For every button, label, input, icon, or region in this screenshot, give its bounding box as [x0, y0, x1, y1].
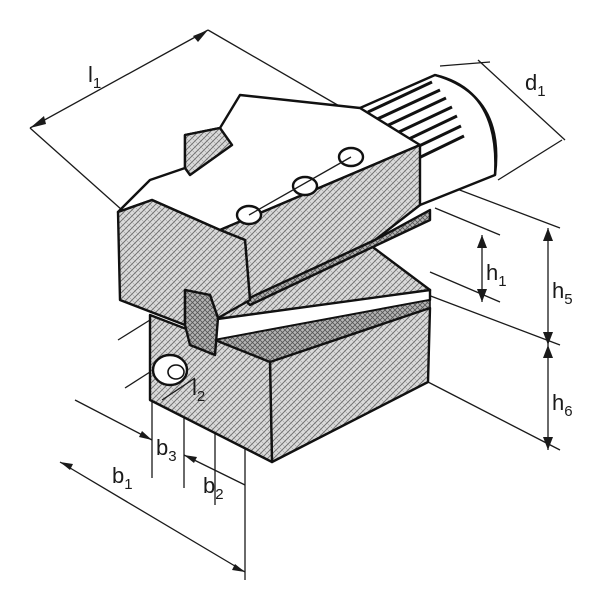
label-b1: b1: [112, 463, 133, 493]
ext-line-h6-top: [427, 294, 561, 346]
screw-outer-icon: [151, 353, 189, 387]
label-h1: h1: [486, 260, 507, 290]
shank-end-curve: [434, 73, 498, 176]
upper-body: [116, 73, 498, 357]
label-b2: b2: [203, 473, 224, 503]
ext-line-h1-bottom: [429, 271, 501, 303]
leader-left-lower: [124, 371, 151, 389]
arrow-h6-top: [543, 345, 553, 358]
hole-2-icon: [291, 175, 319, 197]
arrow-l1-left: [30, 116, 46, 128]
label-h5: h5: [552, 278, 573, 308]
ext-line-l1-right: [207, 29, 361, 119]
dim-line-b1: [59, 461, 246, 573]
ext-line-l1-left: [29, 127, 123, 211]
ext-line-h1-top: [434, 207, 501, 236]
arrow-h5-top: [543, 228, 553, 241]
arrow-b3: [139, 431, 152, 440]
arrow-b2: [184, 455, 197, 463]
arrow-h5-bottom: [543, 332, 553, 345]
screw-leader: [161, 377, 196, 401]
side-screw: [151, 353, 196, 401]
body-slot: [183, 288, 220, 357]
arrow-h6-bottom: [543, 437, 553, 450]
label-l2: l2: [192, 375, 205, 405]
arrow-h1-top: [477, 235, 487, 248]
dim-line-l1: [29, 29, 209, 129]
arrow-h1-bottom: [477, 289, 487, 302]
leader-left-upper: [117, 319, 151, 341]
label-h6: h6: [552, 390, 573, 420]
arrow-b1-left: [60, 462, 73, 470]
dim-line-b3: [74, 399, 153, 441]
arrow-l1-right: [193, 30, 208, 42]
ext-line-h6-bottom: [427, 381, 561, 451]
label-d1: d1: [525, 70, 546, 100]
body-bottom-strip: [243, 208, 432, 307]
screw-inner-icon: [167, 364, 185, 380]
ext-line-d1-bottom: [497, 139, 563, 181]
arrow-b1-right: [232, 564, 245, 572]
dim-line-d1: [477, 59, 566, 141]
ext-line-d1-top: [439, 61, 491, 67]
label-l1: l1: [88, 62, 101, 92]
hole-center-line: [248, 156, 352, 216]
label-b3: b3: [156, 435, 177, 465]
dimension-labels: l1 d1 h1 h5 h6 l2 b3 b2 b1: [88, 62, 573, 503]
body-notch-face: [183, 126, 234, 177]
